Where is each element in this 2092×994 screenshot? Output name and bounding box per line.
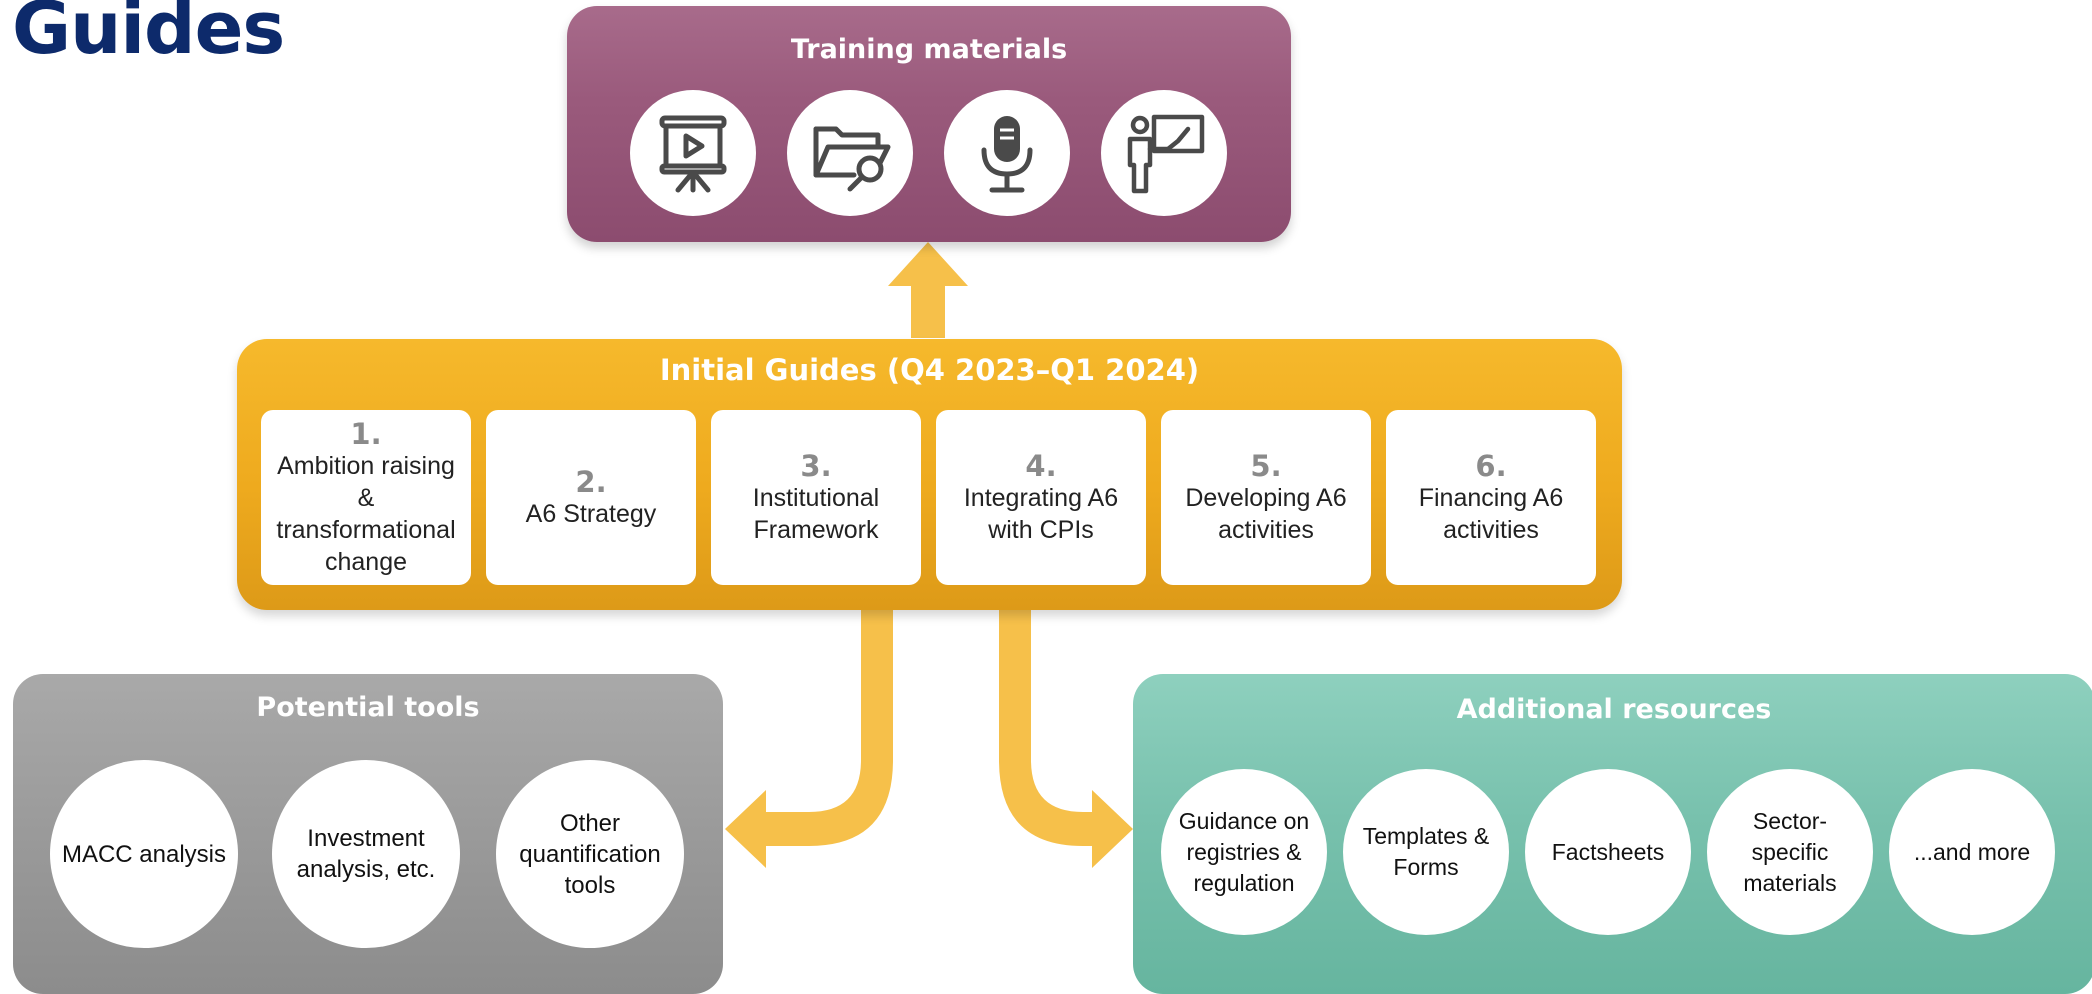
training-materials-panel: Training materials xyxy=(567,6,1291,242)
guide-card-2: 2. A6 Strategy xyxy=(486,410,696,585)
tool-item: Investment analysis, etc. xyxy=(272,760,460,948)
teacher-board-icon xyxy=(1101,90,1227,216)
arrow-to-tools xyxy=(725,610,893,868)
initial-guides-heading: Initial Guides (Q4 2023–Q1 2024) xyxy=(659,353,1200,387)
resource-item: Sector-specific materials xyxy=(1707,769,1873,935)
guide-number: 6. xyxy=(1475,448,1507,483)
resource-item: Guidance on registries & regulation xyxy=(1161,769,1327,935)
guide-card-6: 6. Financing A6 activities xyxy=(1386,410,1596,585)
tool-item: MACC analysis xyxy=(50,760,238,948)
arrow-up-to-training xyxy=(888,242,968,338)
tool-item: Other quantification tools xyxy=(496,760,684,948)
folder-search-icon xyxy=(787,90,913,216)
microphone-icon xyxy=(944,90,1070,216)
guide-number: 2. xyxy=(575,464,607,499)
guide-card-5: 5. Developing A6 activities xyxy=(1161,410,1371,585)
guide-label: Financing A6 activities xyxy=(1418,483,1564,544)
page-title: Guides xyxy=(12,0,285,70)
guide-label: Developing A6 activities xyxy=(1185,483,1347,544)
initial-guides-panel: Initial Guides (Q4 2023–Q1 2024) 1. Ambi… xyxy=(237,339,1622,610)
resource-item: Templates & Forms xyxy=(1343,769,1509,935)
arrow-to-resources xyxy=(999,610,1133,868)
additional-resources-panel: Additional resources Guidance on registr… xyxy=(1133,674,2092,994)
guide-label: Ambition raising & transformational chan… xyxy=(276,451,456,576)
resource-item: Factsheets xyxy=(1525,769,1691,935)
guide-number: 1. xyxy=(350,416,382,451)
guide-label: Institutional Framework xyxy=(752,483,880,544)
potential-tools-heading: Potential tools xyxy=(256,692,480,723)
guide-number: 4. xyxy=(1025,448,1057,483)
guide-card-4: 4. Integrating A6 with CPIs xyxy=(936,410,1146,585)
resource-item: ...and more xyxy=(1889,769,2055,935)
potential-tools-panel: Potential tools MACC analysis Investment… xyxy=(13,674,723,994)
guide-card-3: 3. Institutional Framework xyxy=(711,410,921,585)
presentation-screen-icon xyxy=(630,90,756,216)
guide-card-1: 1. Ambition raising & transformational c… xyxy=(261,410,471,585)
guide-number: 3. xyxy=(800,448,832,483)
guide-label: A6 Strategy xyxy=(525,499,657,528)
additional-resources-heading: Additional resources xyxy=(1456,694,1772,725)
guide-label: Integrating A6 with CPIs xyxy=(963,483,1119,544)
training-materials-heading: Training materials xyxy=(790,34,1068,65)
guide-number: 5. xyxy=(1250,448,1282,483)
